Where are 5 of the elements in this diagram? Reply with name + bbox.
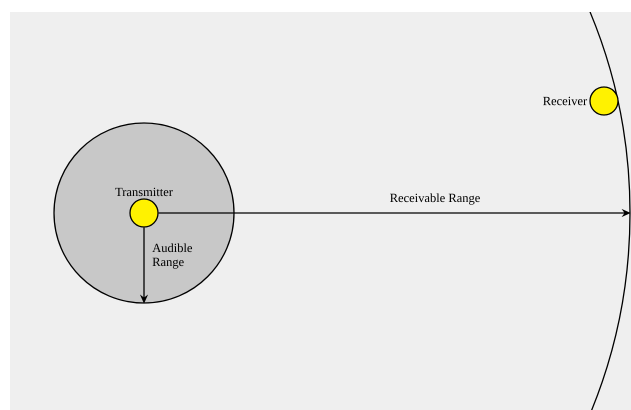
edge-label: Audible Range	[152, 243, 192, 269]
node-label: Receiver	[543, 96, 588, 106]
edge-label: Receivable Range	[390, 193, 480, 205]
range-circle	[53, 122, 235, 304]
node-label: Transmitter	[115, 188, 173, 196]
